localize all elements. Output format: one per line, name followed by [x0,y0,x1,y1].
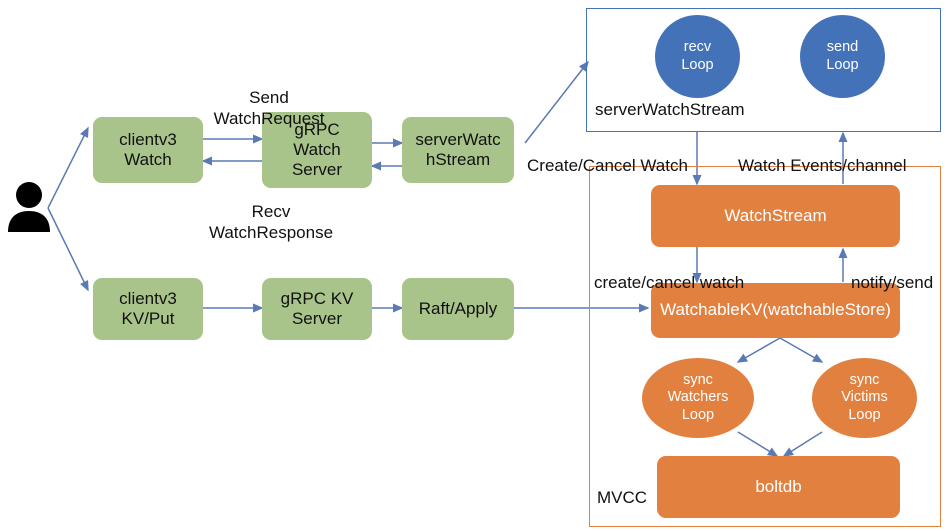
node-raft-apply[interactable]: Raft/Apply [402,278,514,340]
node-clientv3-kv-put-label: clientv3 KV/Put [119,288,177,328]
node-boltdb-label: boltdb [755,476,802,496]
node-grpc-kv-server-label: gRPC KV Server [280,288,354,328]
node-sync-victims-loop[interactable]: sync Victims Loop [812,358,917,438]
node-sync-watchers-loop[interactable]: sync Watchers Loop [642,358,754,438]
node-send-loop-label: send Loop [826,39,859,73]
user-person-icon [6,180,52,232]
edge-label-create-cancel-watch-upper: Create/Cancel Watch [527,136,688,177]
node-grpc-kv-server[interactable]: gRPC KV Server [262,278,372,340]
node-grpc-watch-server-label: gRPC Watch Server [291,119,343,180]
node-watch-stream[interactable]: WatchStream [651,185,900,247]
node-watchable-kv-label: WatchableKV(watchableStore) [660,300,891,320]
node-watchable-kv[interactable]: WatchableKV(watchableStore) [651,283,900,338]
edge-label-recv-watch-response: Recv WatchResponse [186,182,356,243]
server-watch-stream-container-caption: serverWatchStream [595,100,745,119]
server-watch-stream-container [586,8,941,132]
edge-label-watch-events-channel-text: Watch Events/channel [738,156,907,176]
node-clientv3-kv-put[interactable]: clientv3 KV/Put [93,278,203,340]
edge-label-create-cancel-watch-upper-text: Create/Cancel Watch [527,156,688,176]
edge-person-to-clientv3-watch [47,126,89,209]
node-boltdb[interactable]: boltdb [657,456,900,518]
edge-label-create-cancel-watch-lower-text: create/cancel watch [594,273,745,293]
node-server-watch-stream-label: serverWatc hStream [415,129,501,169]
edge-label-send-watch-request: Send WatchRequest [194,68,344,129]
edge-person-to-clientv3-kv [47,207,89,292]
node-watch-stream-label: WatchStream [724,205,827,225]
node-send-loop[interactable]: send Loop [800,15,885,98]
edge-label-notify-send: notify/send [851,253,933,294]
node-clientv3-watch-label: clientv3 Watch [119,129,177,169]
edge-label-watch-events-channel: Watch Events/channel [738,136,907,177]
edge-label-create-cancel-watch-lower: create/cancel watch [594,253,744,294]
node-sync-watchers-loop-label: sync Watchers Loop [667,372,729,423]
edge-label-recv-watch-response-text: Recv WatchResponse [208,202,334,242]
node-raft-apply-label: Raft/Apply [418,298,498,318]
node-recv-loop[interactable]: recv Loop [655,15,740,98]
node-clientv3-watch[interactable]: clientv3 Watch [93,117,203,183]
node-grpc-watch-server[interactable]: gRPC Watch Server [262,112,372,188]
mvcc-container-caption: MVCC [597,488,648,507]
edge-swstream-to-blue-container [524,60,589,144]
node-sync-victims-loop-label: sync Victims Loop [841,372,888,423]
mvcc-container [589,166,941,527]
node-server-watch-stream[interactable]: serverWatc hStream [402,117,514,183]
node-recv-loop-label: recv Loop [681,39,714,73]
edge-label-send-watch-request-text: Send WatchRequest [213,88,325,128]
edge-label-notify-send-text: notify/send [851,273,934,293]
user-person-icon-svg [8,182,50,232]
